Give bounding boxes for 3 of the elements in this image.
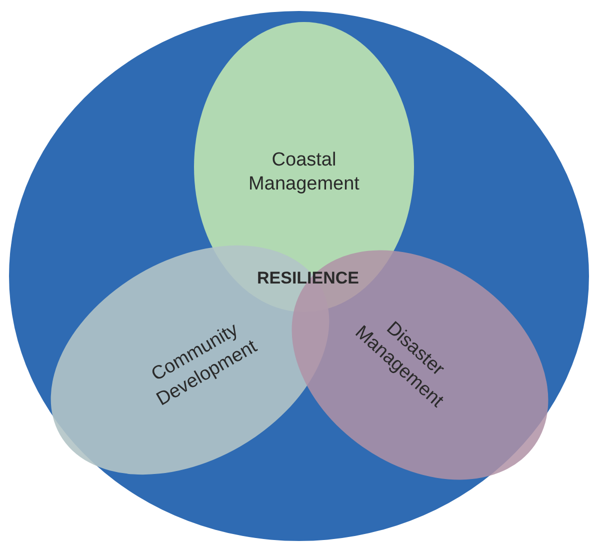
center-label: RESILIENCE <box>256 267 360 289</box>
set-label: Coastal Management <box>248 148 360 196</box>
venn-circle <box>8 10 590 542</box>
